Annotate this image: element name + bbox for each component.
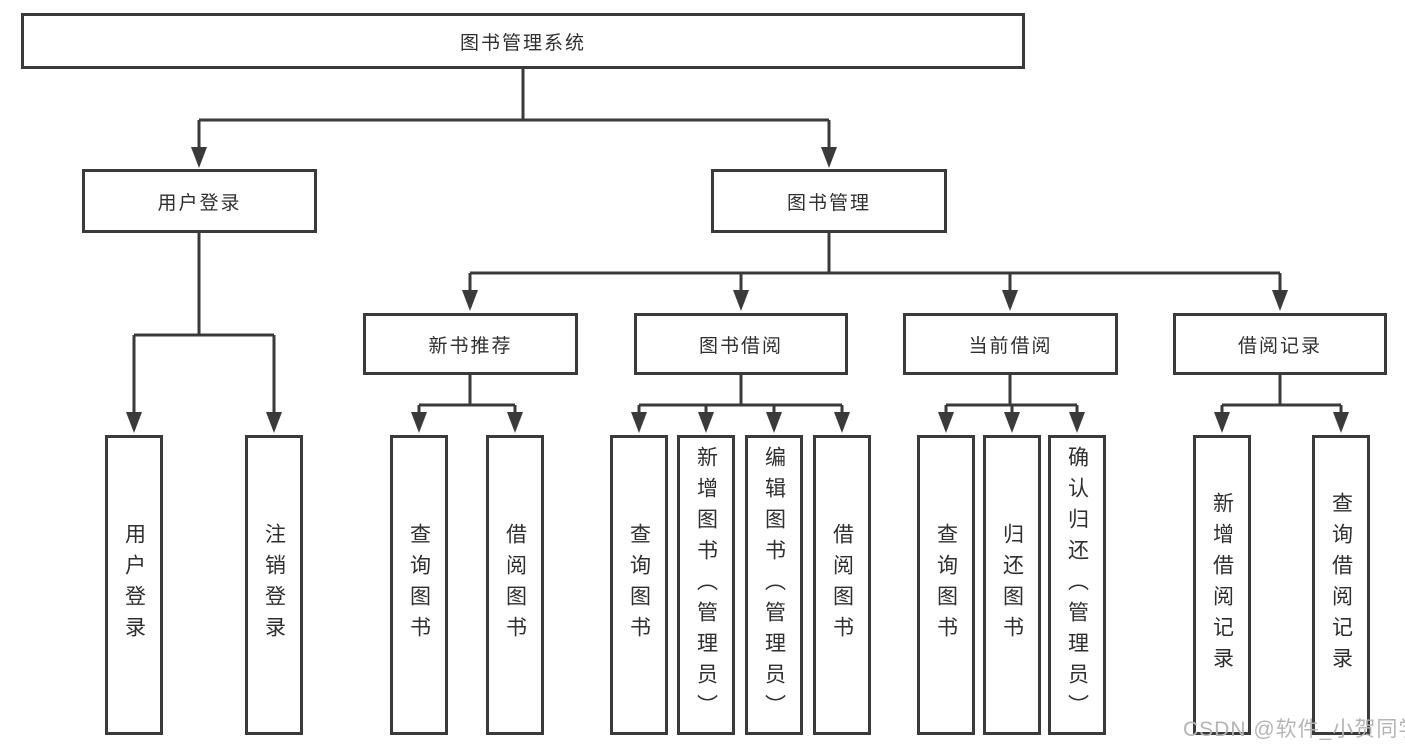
leaf-query-books-3: 查询图书 bbox=[917, 435, 975, 735]
leaf-edit-books-admin: 编辑图书（管理员） bbox=[745, 435, 803, 735]
leaf-borrow-books-2: 借阅图书 bbox=[813, 435, 871, 735]
leaf-add-borrow-record: 新增借阅记录 bbox=[1193, 435, 1251, 735]
leaf-add-books-admin: 新增图书（管理员） bbox=[677, 435, 735, 735]
leaf-query-books: 查询图书 bbox=[390, 435, 448, 735]
leaf-confirm-return-admin: 确认归还（管理员） bbox=[1048, 435, 1106, 735]
leaf-user-login: 用户登录 bbox=[105, 435, 163, 735]
node-book-borrowing: 图书借阅 bbox=[634, 313, 848, 375]
node-current-borrowing: 当前借阅 bbox=[903, 313, 1118, 375]
arrowheads bbox=[126, 147, 1349, 433]
leaf-query-books-2: 查询图书 bbox=[610, 435, 668, 735]
leaf-borrow-books: 借阅图书 bbox=[486, 435, 544, 735]
leaf-query-borrow-record: 查询借阅记录 bbox=[1312, 435, 1370, 735]
node-new-book-recommendation: 新书推荐 bbox=[363, 313, 578, 375]
leaf-logout: 注销登录 bbox=[245, 435, 303, 735]
leaf-return-books: 归还图书 bbox=[983, 435, 1041, 735]
node-book-management: 图书管理 bbox=[711, 169, 947, 233]
node-library-system: 图书管理系统 bbox=[21, 13, 1025, 69]
node-user-login: 用户登录 bbox=[82, 169, 317, 233]
csdn-watermark: CSDN @软件_小贺同学 bbox=[1183, 718, 1405, 741]
node-borrowing-records: 借阅记录 bbox=[1173, 313, 1387, 375]
